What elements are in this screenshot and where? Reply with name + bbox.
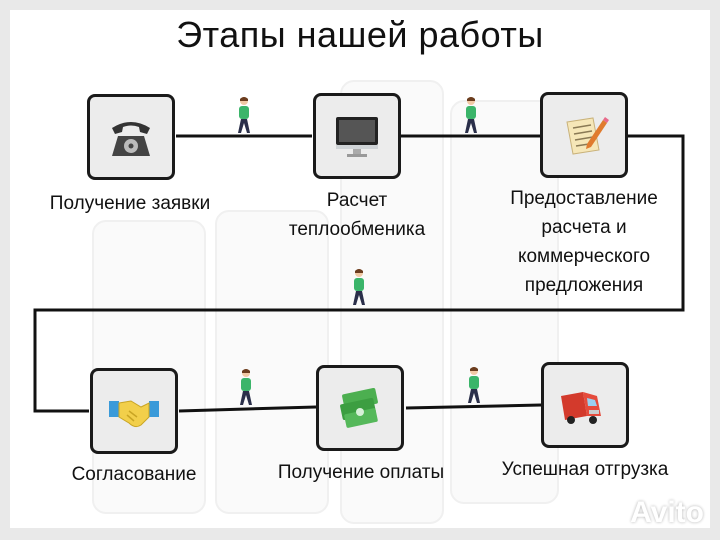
background-heat-exchanger-plate (215, 210, 329, 514)
step-label-agreement: Согласование (71, 464, 197, 485)
step-box-request (87, 94, 175, 180)
step-box-payment (316, 365, 404, 451)
step-box-shipment (541, 362, 629, 448)
monitor-icon (336, 117, 378, 157)
walking-person-icon (468, 367, 480, 403)
walking-person-icon (240, 369, 252, 405)
step-label-shipment: Успешная отгрузка (501, 459, 669, 480)
money-icon (340, 388, 378, 428)
page-title: Этапы нашей работы (176, 14, 544, 55)
connector-line (178, 405, 317, 413)
step-label-calculation: Расчет теплообменика (288, 190, 426, 240)
walking-person-icon (465, 97, 477, 133)
avito-watermark: Avito (630, 496, 704, 529)
walking-person-icon (353, 269, 365, 305)
connector-line (33, 134, 685, 413)
step-label-request: Получение заявки (49, 193, 211, 214)
step-box-offer (540, 92, 628, 178)
document-pencil-icon (566, 117, 609, 155)
step-box-agreement (90, 368, 178, 454)
telephone-icon (112, 122, 150, 156)
handshake-icon (109, 400, 159, 428)
walking-person-icon (238, 97, 250, 133)
step-label-payment: Получение оплаты (277, 462, 445, 483)
background-heat-exchanger-plate (92, 220, 206, 514)
truck-icon (561, 392, 601, 424)
step-box-calculation (313, 93, 401, 179)
step-label-offer: Предоставление расчета и коммерческого п… (510, 188, 658, 296)
connector-line (405, 403, 542, 410)
